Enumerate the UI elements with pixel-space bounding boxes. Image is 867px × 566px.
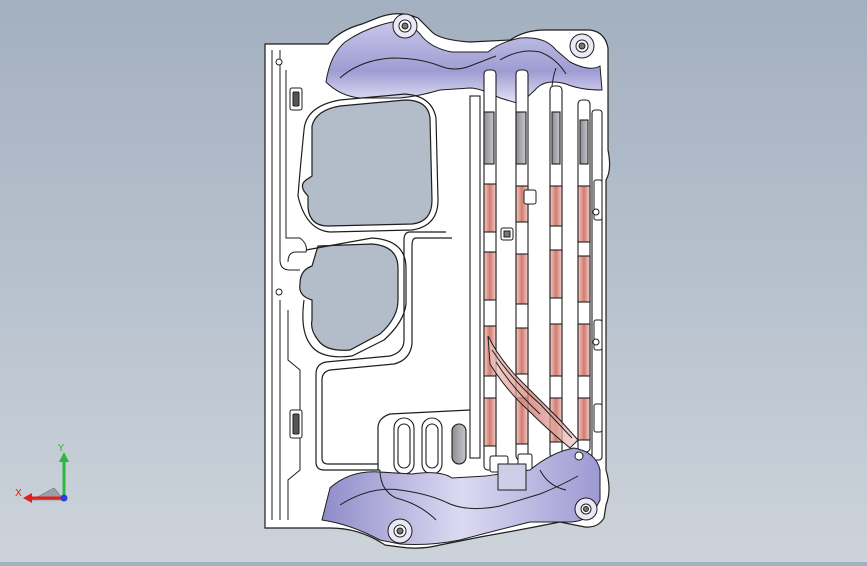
x-axis-label: X bbox=[15, 488, 22, 499]
bolt-boss-right bbox=[574, 451, 584, 461]
serpentine-channel bbox=[315, 231, 471, 471]
bolt-boss-top-right bbox=[569, 33, 595, 59]
bolt-boss-bottom-right bbox=[574, 497, 598, 521]
left-slot-lower bbox=[289, 409, 303, 439]
y-axis-arrowhead bbox=[59, 452, 69, 462]
upper-window bbox=[297, 93, 439, 233]
channel-deflector bbox=[487, 335, 579, 449]
z-axis-origin bbox=[60, 494, 68, 502]
y-axis-label: Y bbox=[57, 443, 65, 454]
lower-window bbox=[299, 237, 407, 358]
orientation-triad[interactable]: Y X bbox=[10, 438, 80, 508]
top-ridge bbox=[325, 21, 603, 119]
triad-graphic: Y X bbox=[15, 443, 69, 503]
bottom-ridge bbox=[321, 447, 601, 545]
bolt-boss-top-left bbox=[392, 13, 418, 39]
left-slot-upper bbox=[289, 87, 303, 111]
x-axis-arrowhead bbox=[23, 493, 32, 503]
bolt-boss-bottom-left bbox=[387, 518, 413, 544]
